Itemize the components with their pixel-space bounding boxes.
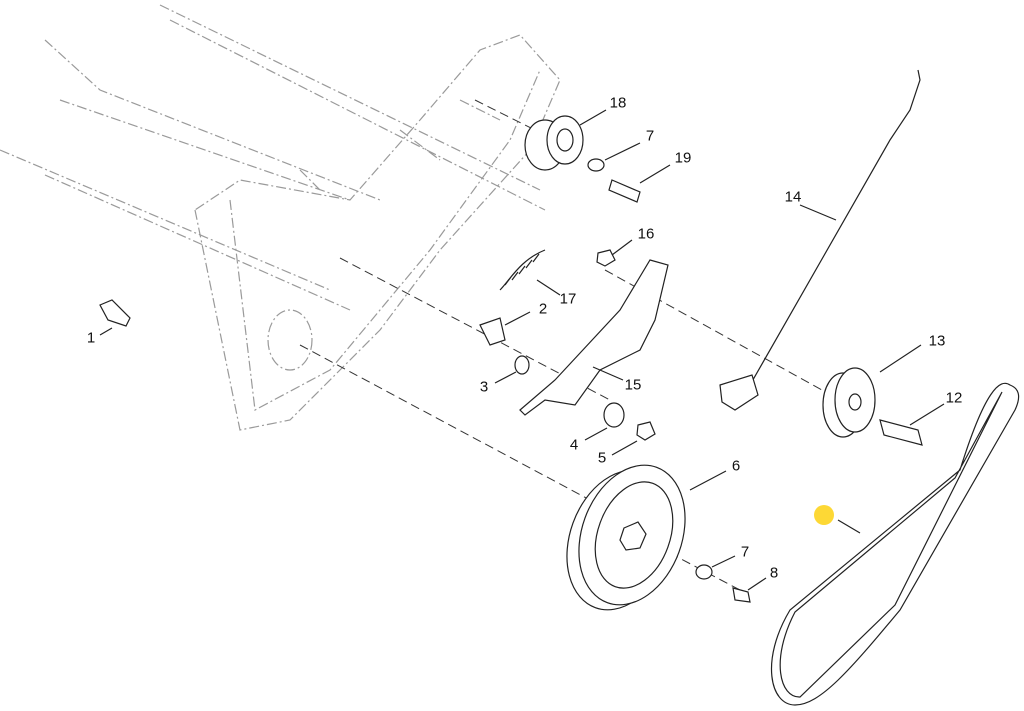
callout-13: 13 <box>928 332 946 350</box>
part-17-spring <box>499 249 546 291</box>
callout-1: 1 <box>86 329 96 347</box>
part-18-idler-pulley <box>524 115 584 171</box>
part-4-spacer <box>603 402 625 428</box>
callout-16: 16 <box>637 225 655 243</box>
part-14-cable <box>749 69 921 386</box>
part-3-washer <box>514 355 530 375</box>
callout-14: 14 <box>784 188 802 206</box>
part-16-nut <box>596 249 616 267</box>
belt <box>770 382 1020 706</box>
part-15-idler-arm <box>519 259 669 416</box>
frame-phantom <box>0 4 561 431</box>
callout-3: 3 <box>479 378 489 396</box>
part-8-bolt <box>732 587 751 603</box>
part-7-washer-bottom <box>695 564 713 580</box>
callout-2: 2 <box>538 300 548 318</box>
callout-4: 4 <box>569 436 579 454</box>
callout-19: 19 <box>674 149 692 167</box>
callout-15: 15 <box>624 376 642 394</box>
callout-8: 8 <box>769 564 779 582</box>
part-19-bolt <box>608 179 641 203</box>
part-1-bolt <box>99 299 131 327</box>
cable-bracket <box>719 374 759 411</box>
part-12-bolt <box>879 419 923 446</box>
part-13-pulley <box>822 367 876 438</box>
highlight-marker <box>814 505 834 525</box>
part-5-nut <box>636 421 656 441</box>
leader-lines <box>99 109 945 591</box>
callout-6: 6 <box>731 457 741 475</box>
callout-12: 12 <box>945 389 963 407</box>
callout-18: 18 <box>609 94 627 112</box>
callout-7: 7 <box>645 127 655 145</box>
callout-7-lower: 7 <box>740 543 750 561</box>
callout-17: 17 <box>559 290 577 308</box>
part-7-washer-top <box>587 158 605 172</box>
callout-5: 5 <box>597 449 607 467</box>
part-2-clip <box>479 317 506 346</box>
part-6-drive-pulley <box>566 464 686 611</box>
